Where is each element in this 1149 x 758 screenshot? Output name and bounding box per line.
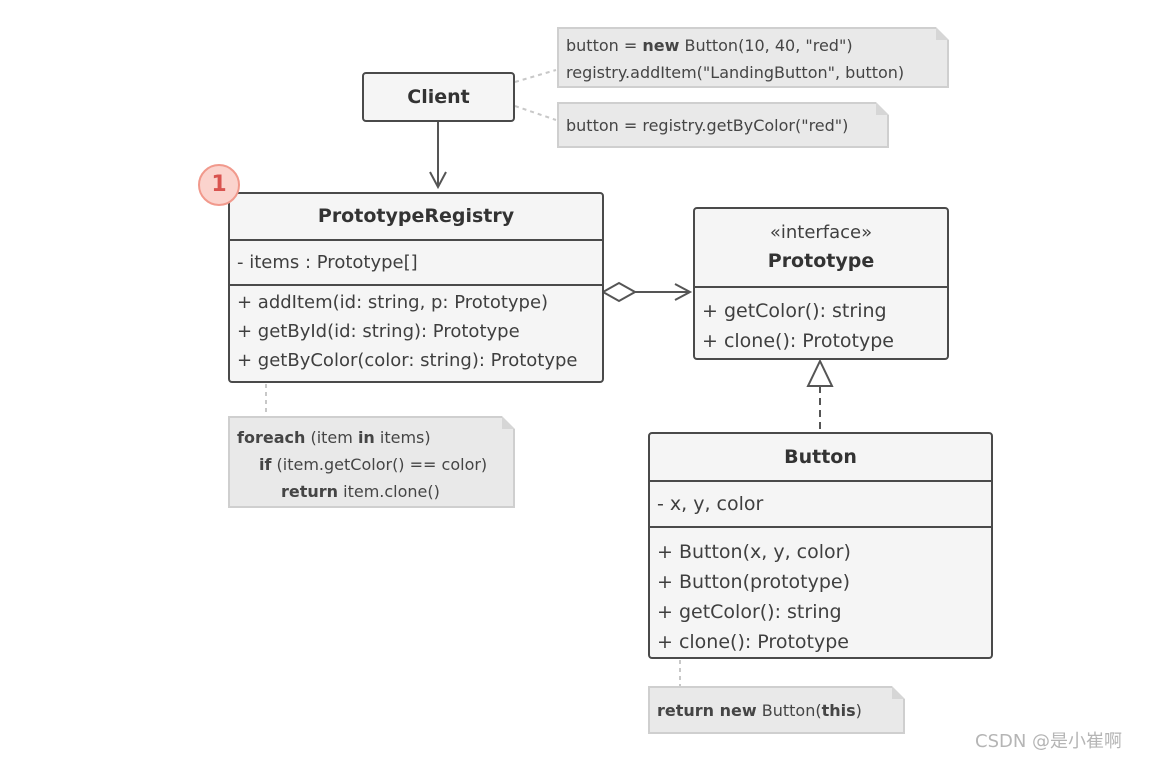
prototype-method-clone: + clone(): Prototype [702,330,894,352]
registry-foreach-note: foreach (item in items) if (item.getColo… [228,416,515,508]
note-line: button = new Button(10, 40, "red") [566,32,947,59]
note-keyword: foreach [237,428,306,447]
button-class-title: Button [784,446,857,468]
note-text: ) [855,701,862,720]
client-code-note: button = new Button(10, 40, "red") regis… [557,27,949,88]
prototype-method-getcolor: + getColor(): string [702,300,887,322]
button-method-clone: + clone(): Prototype [657,631,849,653]
prototype-interface-title: Prototype [767,250,875,272]
note-text: button = [566,36,643,55]
button-class-box: Button - x, y, color + Button(x, y, colo… [648,432,993,659]
step-number-badge: 1 [198,164,240,206]
registry-methods-section: + addItem(id: string, p: Prototype) + ge… [230,284,602,375]
button-field-xycolor: - x, y, color [657,493,764,515]
button-method-copy-constructor: + Button(prototype) [657,571,851,593]
button-method-getcolor: + getColor(): string [657,601,842,623]
note-keyword: this [821,701,856,720]
note-text: (item [305,428,358,447]
aggregation-diamond [600,281,638,303]
registry-field-items: - items : Prototype[] [237,252,418,273]
client-note-connector-bottom [514,105,557,121]
registry-class-title: PrototypeRegistry [317,205,515,227]
client-getbycolor-note: button = registry.getByColor("red") [557,102,889,148]
client-to-registry-arrowhead [429,171,447,190]
client-class-title: Client [407,86,470,108]
button-fields-section: - x, y, color [650,480,991,526]
aggregation-arrowhead [674,283,693,301]
prototype-title-section: «interface» Prototype [695,209,947,286]
watermark-text: CSDN @是小崔啊 [975,731,1123,752]
registry-title-section: PrototypeRegistry [230,194,602,239]
button-methods-section: + Button(x, y, color) + Button(prototype… [650,526,991,657]
note-line: button = registry.getByColor("red") [566,116,849,135]
note-keyword: return [281,482,339,501]
registry-method-getbycolor: + getByColor(color: string): Prototype [237,350,578,371]
button-method-constructor: + Button(x, y, color) [657,541,851,563]
registry-method-getbyid: + getById(id: string): Prototype [237,321,520,342]
button-clone-note: return new Button(this) [648,686,905,734]
note-line: foreach (item in items) [237,424,513,451]
registry-fields-section: - items : Prototype[] [230,239,602,284]
note-line: return new Button(this) [657,697,903,724]
note-keyword: if [259,455,272,474]
client-note-connector-top [514,69,557,83]
note-line: if (item.getColor() == color) [237,451,513,478]
prototype-stereotype: «interface» [769,222,873,243]
note-keyword: return new [657,701,757,720]
prototype-registry-class-box: PrototypeRegistry - items : Prototype[] … [228,192,604,383]
client-class-box: Client [362,72,515,122]
note-text: Button(10, 40, "red") [679,36,853,55]
note-keyword: new [642,36,680,55]
note-text: Button( [756,701,822,720]
note-line: return item.clone() [237,478,513,505]
registry-method-additem: + addItem(id: string, p: Prototype) [237,292,549,313]
note-text: item.clone() [338,482,440,501]
prototype-interface-box: «interface» Prototype + getColor(): stri… [693,207,949,360]
note-line: registry.addItem("LandingButton", button… [566,63,905,82]
note-keyword: in [357,428,375,447]
button-title-section: Button [650,434,991,480]
note-text: (item.getColor() == color) [271,455,488,474]
realization-triangle [806,358,834,387]
note-text: items) [374,428,431,447]
prototype-methods-section: + getColor(): string + clone(): Prototyp… [695,286,947,356]
